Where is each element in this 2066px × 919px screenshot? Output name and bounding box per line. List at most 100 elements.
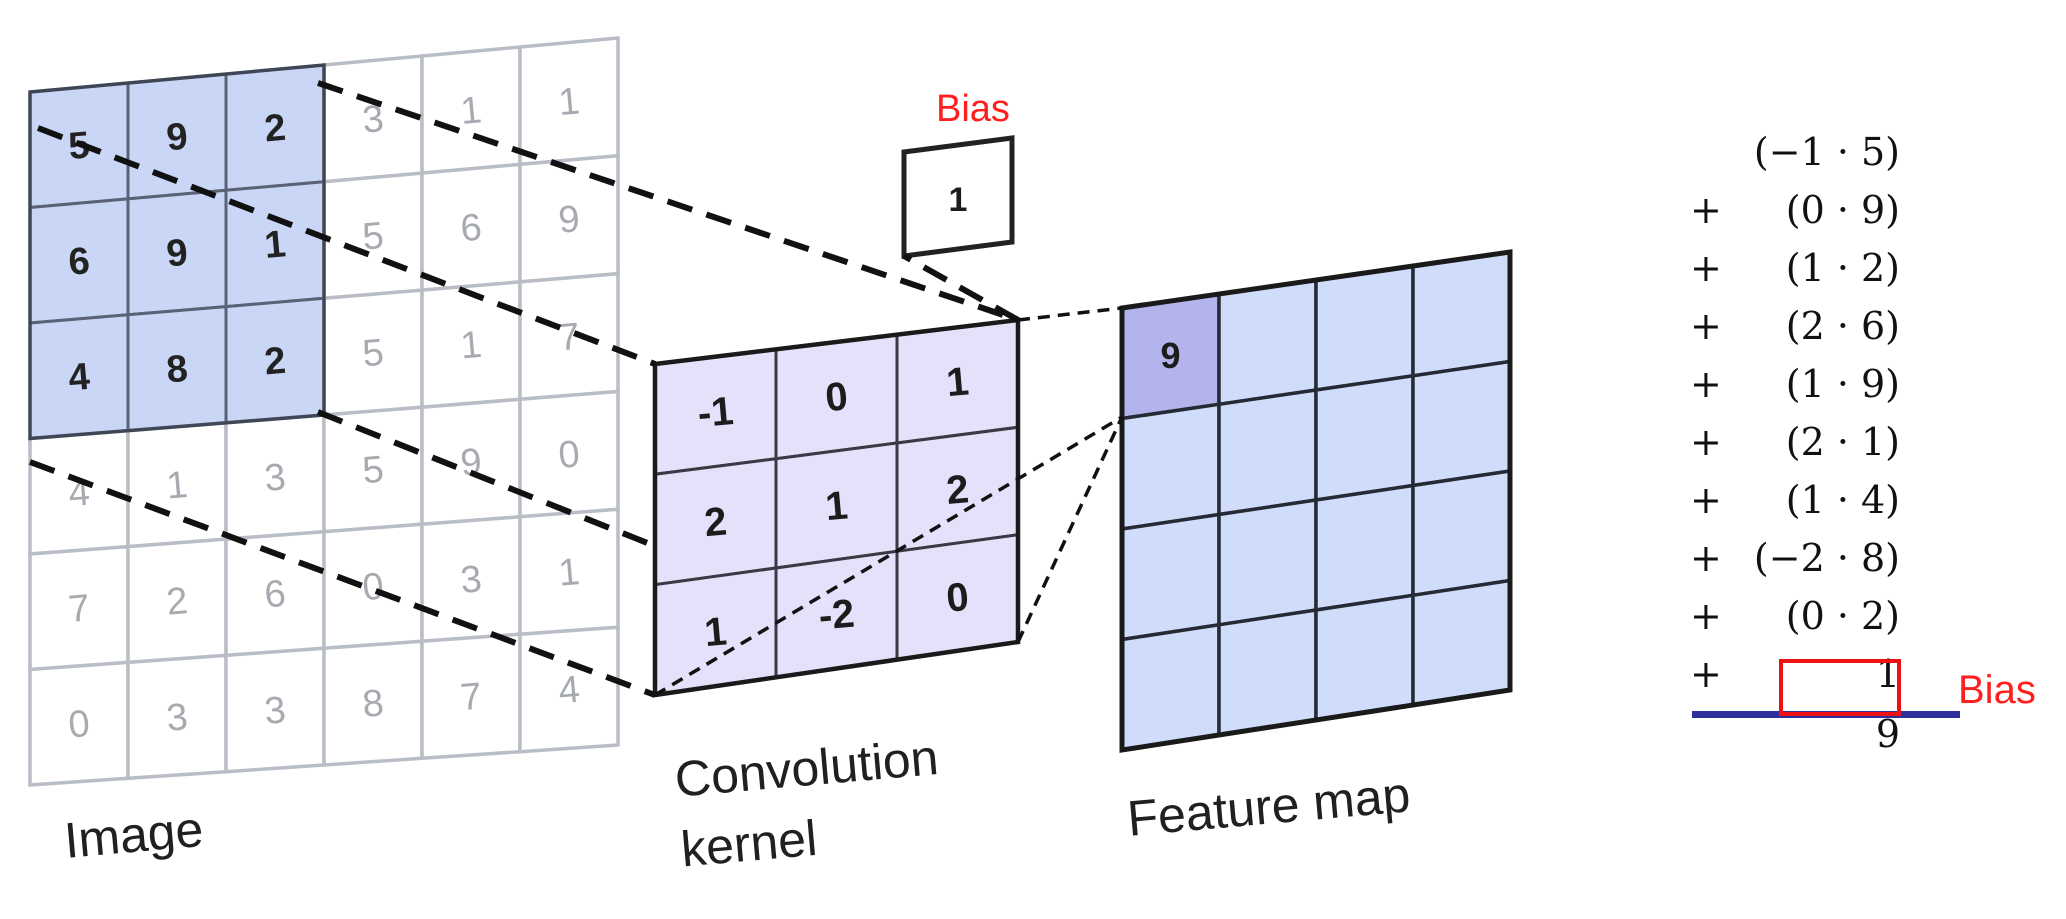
image-cell-value: 5 bbox=[361, 332, 386, 376]
projection-line bbox=[902, 253, 1020, 323]
feature-map-cell bbox=[1314, 373, 1415, 503]
calculation-row: +(2 · 6) bbox=[1690, 304, 1990, 362]
image-cell-value: 5 bbox=[361, 449, 386, 493]
image-cell-value: 3 bbox=[165, 696, 190, 740]
image-cell-value: 8 bbox=[165, 348, 190, 392]
projection-lines bbox=[28, 80, 1124, 698]
calculation-result: 9 bbox=[1875, 712, 1900, 756]
kernel-cell-value: 0 bbox=[945, 575, 971, 621]
image-cell-value: 1 bbox=[557, 80, 582, 124]
calculation-operator: + bbox=[1690, 246, 1722, 290]
image-cell-value: 1 bbox=[459, 324, 484, 368]
kernel-cell-value: 1 bbox=[703, 609, 729, 655]
calculation-row: + (2 · 1) bbox=[1690, 420, 1990, 478]
image-cell-value: 3 bbox=[263, 689, 288, 733]
calculation-row: + (1 · 9) bbox=[1690, 362, 1990, 420]
image-cell-value: 0 bbox=[557, 433, 582, 477]
calculation-term: (1 · 4) bbox=[1785, 478, 1900, 522]
image-cell bbox=[518, 625, 620, 754]
image-cell-value: 7 bbox=[557, 316, 582, 360]
feature-map-cell bbox=[1120, 402, 1221, 532]
projection-line-thin bbox=[654, 415, 1123, 697]
calculation-term: (−1 · 5) bbox=[1753, 130, 1900, 174]
feature-map-cell bbox=[1411, 578, 1512, 708]
image-cell-value: 6 bbox=[459, 207, 484, 251]
bias-value: 1 bbox=[949, 181, 968, 219]
calculation-row: (−1 · 5) bbox=[1690, 130, 1990, 188]
image-cell-value: 1 bbox=[557, 551, 582, 595]
projection-line-thin bbox=[1016, 416, 1124, 643]
image-label: Image bbox=[62, 800, 206, 869]
feature-map-cell bbox=[1217, 277, 1318, 407]
feature-map-grid: 9 bbox=[1119, 249, 1513, 753]
image-cell-value: 4 bbox=[67, 356, 92, 400]
projection-line bbox=[316, 409, 657, 549]
calculation-operator: + bbox=[1690, 478, 1722, 522]
projection-line bbox=[317, 80, 1019, 323]
calculation-row: + (1 · 4) bbox=[1690, 478, 1990, 536]
image-cell-value: 3 bbox=[361, 98, 386, 142]
projection-line-thin bbox=[1017, 306, 1123, 322]
calculation-term: (2 · 6) bbox=[1785, 304, 1900, 348]
kernel-label: Convolution kernel bbox=[672, 722, 947, 884]
calculation-operator: + bbox=[1690, 420, 1722, 464]
bias-box: 1 bbox=[901, 135, 1015, 259]
kernel-cell-value: 0 bbox=[824, 375, 850, 421]
feature-map-cell bbox=[1120, 622, 1221, 753]
feature-map-outline bbox=[1119, 249, 1513, 753]
calculation-operator: + bbox=[1690, 188, 1722, 232]
image-grid: 592311691569482517413590726031033874 bbox=[28, 36, 620, 787]
image-cell-value: 1 bbox=[165, 464, 190, 508]
feature-map-cell bbox=[1314, 263, 1415, 393]
image-cell-value: 8 bbox=[361, 682, 386, 726]
image-cell-value: 0 bbox=[361, 566, 386, 610]
image-cell-value: 7 bbox=[459, 676, 484, 720]
feature-map-cell bbox=[1411, 359, 1512, 488]
image-cell-value: 6 bbox=[263, 573, 288, 617]
calculation-row: + (1 · 2) bbox=[1690, 246, 1990, 304]
calculation-term: (1 · 9) bbox=[1785, 362, 1900, 406]
image-cell-value: 4 bbox=[557, 669, 582, 713]
calculation-operator: + bbox=[1690, 362, 1722, 406]
kernel-cell-value: 2 bbox=[945, 467, 971, 513]
calculation-operator: + bbox=[1690, 652, 1722, 696]
image-cell-value: 7 bbox=[67, 587, 92, 631]
image-cell-value: 1 bbox=[459, 89, 484, 133]
calculation-row: + (−2 · 8) bbox=[1690, 536, 1990, 594]
bias-square bbox=[901, 135, 1015, 259]
image-cell-value: 0 bbox=[67, 703, 92, 747]
image-cell-value: 3 bbox=[263, 456, 288, 500]
feature-map-cell bbox=[1217, 387, 1318, 517]
kernel-cell-value: -2 bbox=[817, 592, 856, 639]
feature-map-cell bbox=[1217, 607, 1318, 738]
projection-line bbox=[28, 459, 657, 698]
calculation-term: (−2 · 8) bbox=[1753, 536, 1900, 580]
calculation-term: (0 · 2) bbox=[1785, 594, 1900, 638]
image-cell-value: 1 bbox=[263, 223, 288, 267]
bias-label: Bias bbox=[936, 88, 1010, 130]
calculation-term: (1 · 2) bbox=[1785, 246, 1900, 290]
image-cell-value: 9 bbox=[165, 116, 190, 160]
calculation: (−1 · 5)+(0 · 9)+(1 · 2)+(2 · 6)+(1 · 9)… bbox=[1690, 130, 1990, 756]
feature-map-cell bbox=[1217, 497, 1318, 627]
kernel-cell-value: -1 bbox=[696, 389, 735, 436]
feature-map-cell bbox=[1411, 468, 1512, 598]
image-cell-value: 9 bbox=[557, 198, 582, 242]
kernel-cell-value: 1 bbox=[945, 359, 971, 405]
bias-highlight-box bbox=[1779, 659, 1901, 716]
calculation-row: +(0 · 2) bbox=[1690, 594, 1990, 652]
feature-map-value: 9 bbox=[1160, 335, 1180, 376]
feature-map-cell bbox=[1314, 593, 1415, 723]
kernel-cell-value: 1 bbox=[824, 483, 850, 529]
kernel-cell-value: 2 bbox=[703, 500, 729, 546]
image-cell-value: 2 bbox=[263, 107, 288, 151]
calculation-rows: (−1 · 5)+(0 · 9)+(1 · 2)+(2 · 6)+(1 · 9)… bbox=[1690, 130, 1990, 710]
calculation-operator: + bbox=[1690, 536, 1722, 580]
calculation-term: (2 · 1) bbox=[1785, 420, 1900, 464]
calculation-row: +(0 · 9) bbox=[1690, 188, 1990, 246]
feature-map-cell bbox=[1411, 249, 1512, 378]
feature-map-cell bbox=[1314, 483, 1415, 613]
image-cell-value: 2 bbox=[263, 340, 288, 384]
